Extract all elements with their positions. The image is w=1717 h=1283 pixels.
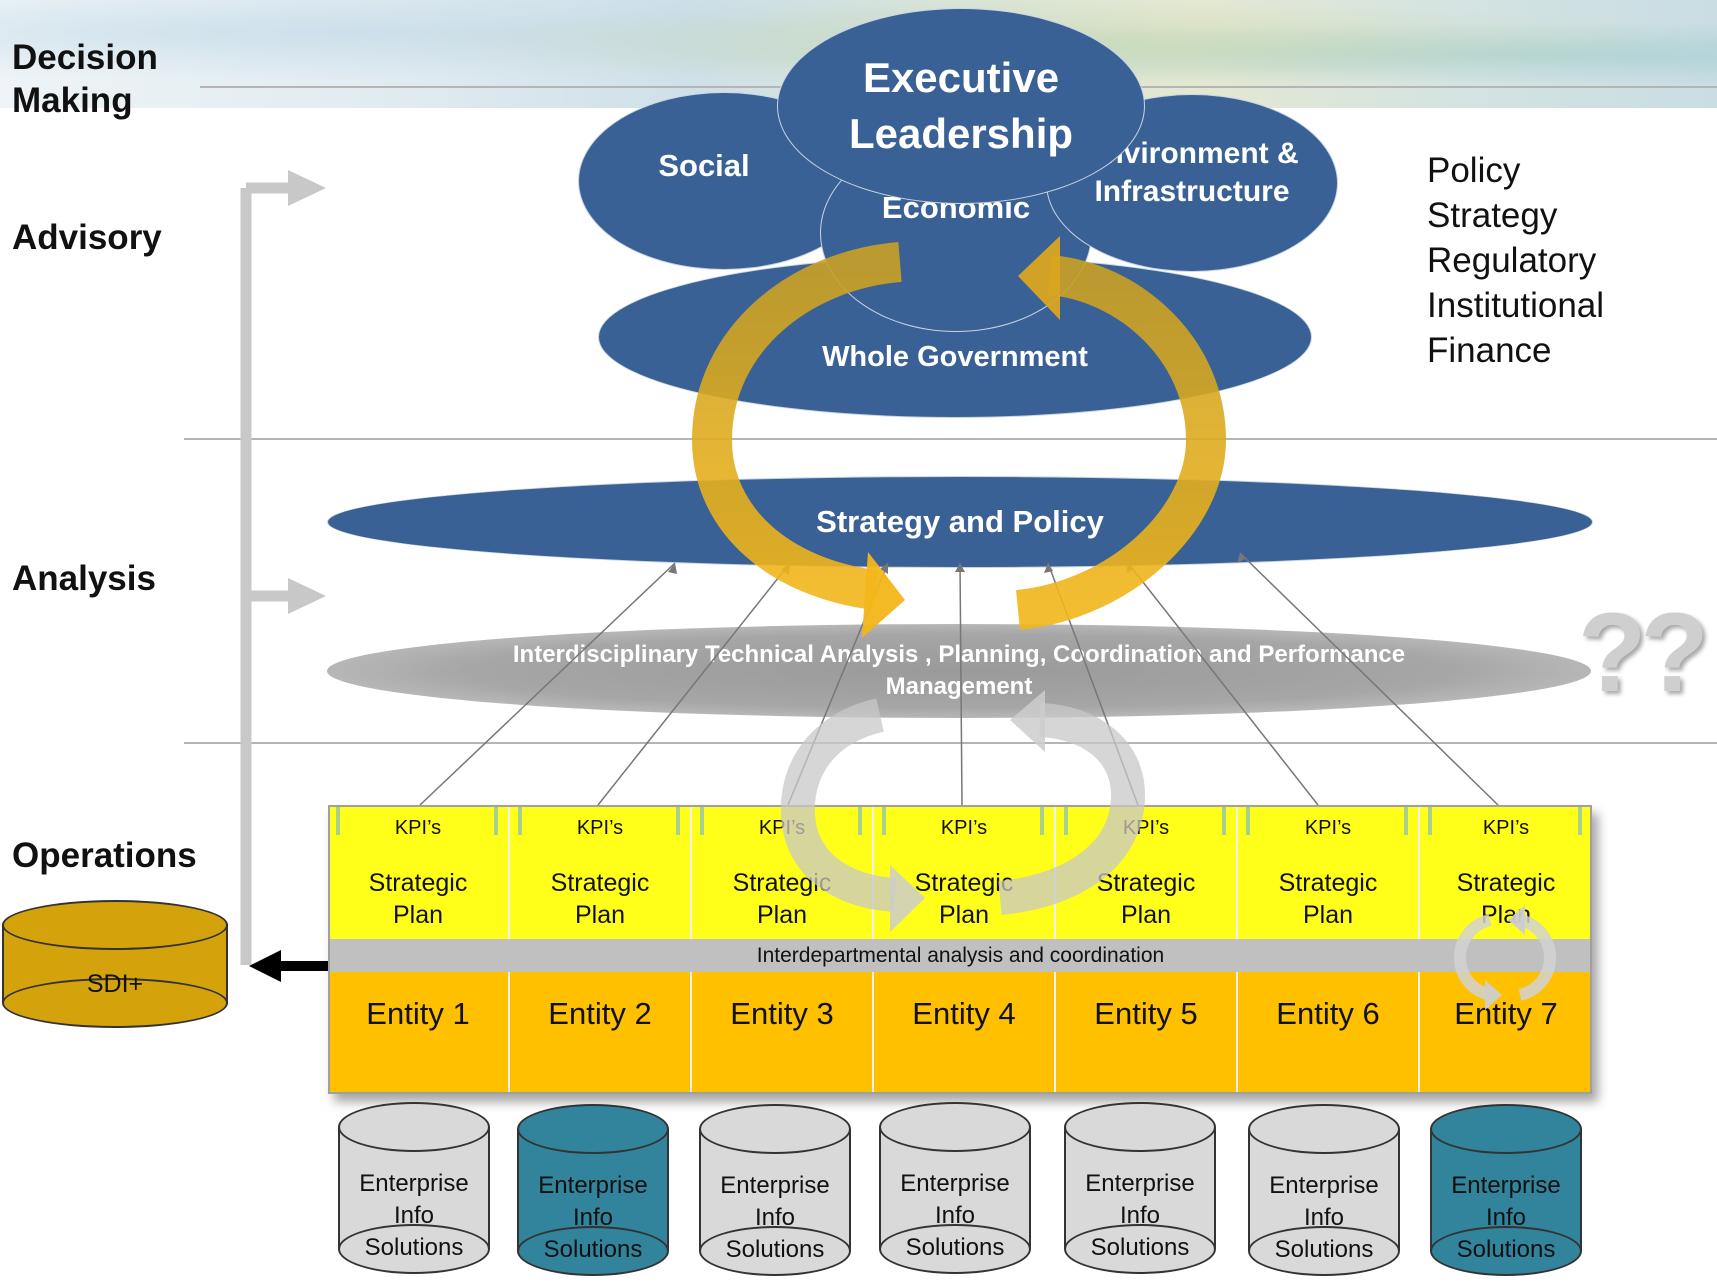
kpi-area bbox=[510, 805, 690, 939]
entity-label: Entity 4 bbox=[912, 996, 1016, 1031]
separator-analysis bbox=[184, 742, 1717, 744]
entity-area bbox=[1056, 971, 1236, 1094]
enterprise-db-label: Enterprise Info Solutions bbox=[900, 1170, 1010, 1261]
strategy-policy-label: Strategy and Policy bbox=[816, 504, 1104, 539]
sdi-label: SDI+ bbox=[86, 970, 144, 998]
strategy-policy-ellipse: Strategy and Policy bbox=[327, 476, 1593, 568]
technical-analysis-ellipse: Interdisciplinary Technical Analysis , P… bbox=[327, 624, 1591, 718]
separator-advisory bbox=[184, 438, 1717, 440]
policy-area-item: Strategy bbox=[1427, 196, 1558, 235]
kpi-label: KPI’s bbox=[1304, 817, 1352, 839]
kpi-area bbox=[1238, 805, 1418, 939]
layer-label-advisory: Advisory bbox=[12, 218, 162, 257]
entity-area bbox=[328, 971, 508, 1094]
whole-government-label: Whole Government bbox=[822, 340, 1088, 373]
policy-area-item: Institutional bbox=[1427, 286, 1605, 325]
sdi-database: SDI+ bbox=[2, 900, 228, 1028]
social-label: Social bbox=[658, 148, 750, 183]
entity-column-7: KPI’s Strategic Plan Entity 7 bbox=[1420, 805, 1592, 1094]
question-marks: ?? bbox=[1578, 590, 1709, 715]
entity-label: Entity 3 bbox=[730, 996, 834, 1031]
entity-label: Entity 6 bbox=[1276, 996, 1380, 1031]
enterprise-db-5: Enterprise Info Solutions bbox=[1064, 1102, 1216, 1274]
kpi-area bbox=[1420, 805, 1592, 939]
policy-area-item: Policy bbox=[1427, 151, 1521, 190]
layer-label-analysis: Analysis bbox=[12, 559, 156, 598]
entity-label: Entity 1 bbox=[366, 996, 470, 1031]
entity-label: Entity 5 bbox=[1094, 996, 1198, 1031]
enterprise-db-label: Enterprise Info Solutions bbox=[1269, 1172, 1379, 1263]
technical-analysis-label: Interdisciplinary Technical Analysis , P… bbox=[512, 641, 1406, 700]
entity-area bbox=[1238, 971, 1418, 1094]
strategic-plan-label: Strategic Plan bbox=[550, 869, 650, 929]
coordination-bar: Interdepartmental analysis and coordinat… bbox=[329, 939, 1592, 972]
entity-column-1: KPI’s Strategic Plan Entity 1 bbox=[328, 805, 510, 1094]
entity-area bbox=[510, 971, 690, 1094]
layer-label-decision-making: Decision Making bbox=[12, 38, 158, 120]
enterprise-db-1: Enterprise Info Solutions bbox=[338, 1102, 490, 1274]
executive-leadership-label: Executive Leadership bbox=[848, 54, 1074, 157]
kpi-area bbox=[328, 805, 508, 939]
policy-area-item: Regulatory bbox=[1427, 241, 1597, 280]
entity-area bbox=[692, 971, 872, 1094]
entity-area bbox=[874, 971, 1054, 1094]
enterprise-db-2: Enterprise Info Solutions bbox=[517, 1104, 669, 1276]
kpi-label: KPI’s bbox=[576, 817, 624, 839]
kpi-label: KPI’s bbox=[394, 817, 442, 839]
kpi-label: KPI’s bbox=[1482, 817, 1530, 839]
enterprise-db-6: Enterprise Info Solutions bbox=[1248, 1104, 1400, 1276]
enterprise-db-label: Enterprise Info Solutions bbox=[538, 1172, 648, 1263]
enterprise-db-label: Enterprise Info Solutions bbox=[1085, 1170, 1195, 1261]
executive-leadership-ellipse: Executive Leadership bbox=[777, 8, 1145, 204]
enterprise-db-label: Enterprise Info Solutions bbox=[359, 1170, 469, 1261]
kpi-label: KPI’s bbox=[940, 817, 988, 839]
enterprise-db-3: Enterprise Info Solutions bbox=[699, 1104, 851, 1276]
entity-area bbox=[1420, 971, 1592, 1094]
strategic-plan-label: Strategic Plan bbox=[914, 869, 1014, 929]
entity-label: Entity 7 bbox=[1454, 996, 1558, 1031]
strategic-plan-label: Strategic Plan bbox=[1278, 869, 1378, 929]
enterprise-db-4: Enterprise Info Solutions bbox=[879, 1102, 1031, 1274]
entity-column-6: KPI’s Strategic Plan Entity 6 bbox=[1238, 805, 1420, 1094]
layer-label-operations: Operations bbox=[12, 836, 197, 875]
enterprise-db-label: Enterprise Info Solutions bbox=[720, 1172, 830, 1263]
enterprise-db-label: Enterprise Info Solutions bbox=[1451, 1172, 1561, 1263]
policy-area-item: Finance bbox=[1427, 331, 1552, 370]
enterprise-db-7: Enterprise Info Solutions bbox=[1430, 1104, 1582, 1276]
strategic-plan-label: Strategic Plan bbox=[1096, 869, 1196, 929]
entity-label: Entity 2 bbox=[548, 996, 652, 1031]
policy-areas-list: Policy Strategy Regulatory Institutional… bbox=[1427, 148, 1604, 373]
strategic-plan-label: Strategic Plan bbox=[368, 869, 468, 929]
